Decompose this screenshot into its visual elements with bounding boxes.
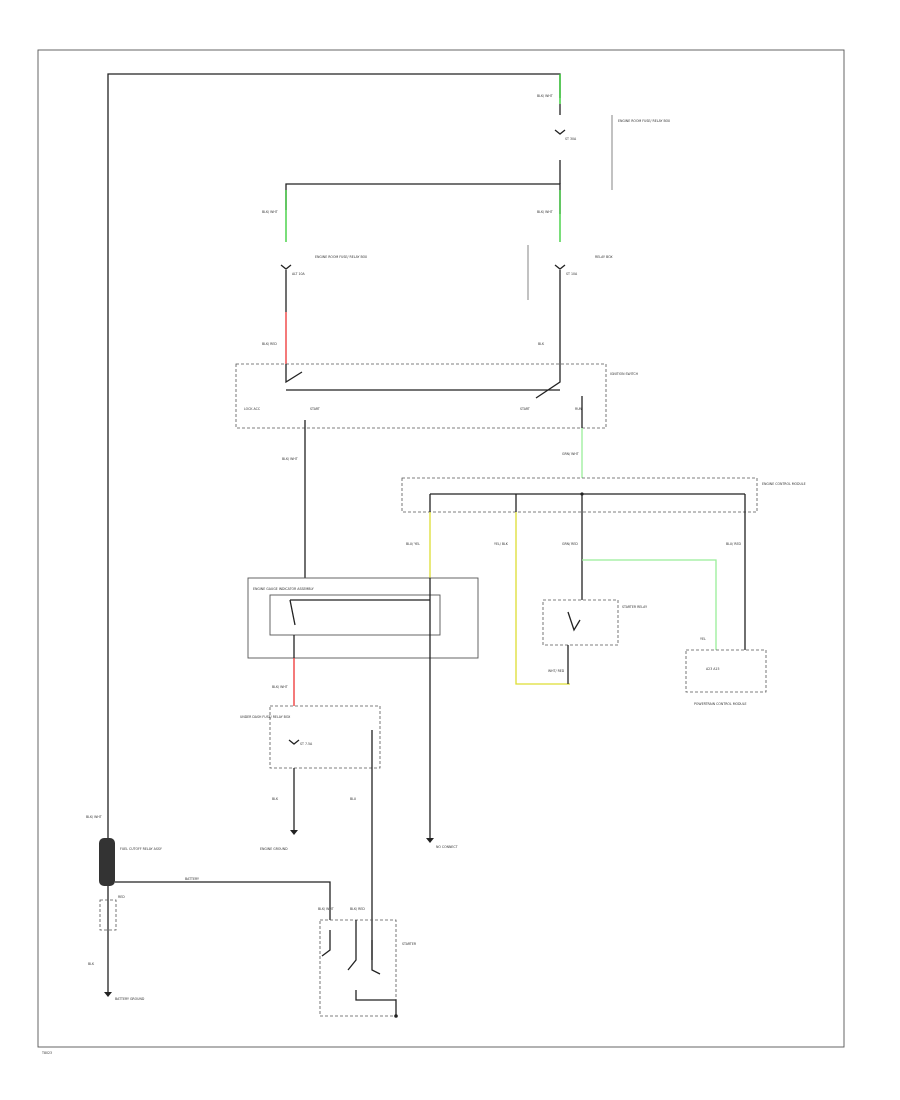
- coil-body: [99, 838, 115, 886]
- starter-ground-wire: [355, 990, 397, 1016]
- wire-grn-branch: [582, 559, 717, 650]
- label-wire-blk-wht-mid: BLK/ WHT: [282, 457, 298, 461]
- label-wire-relay-left: BLK/ WHT: [262, 210, 278, 214]
- label-wire-grn-wht: GRN/ WHT: [562, 452, 579, 456]
- label-pcm: POWERTRAIN CONTROL MODULE: [694, 702, 747, 706]
- gauge-assembly-inner: [269, 594, 441, 636]
- label-coil-desc: FUEL CUTOFF RELAY ASSY: [120, 847, 162, 851]
- fuse-top-right-symbol: [554, 129, 566, 135]
- starter-relay-box: [542, 599, 619, 646]
- relay-box-left-arrow: [290, 830, 298, 835]
- label-wire-yel-blk: YEL/ BLK: [494, 542, 509, 546]
- label-page-code: T8023: [41, 1051, 52, 1055]
- label-wire-wht-red: WHT/ RED: [548, 669, 565, 673]
- ignition-switch-right-contact: [535, 364, 561, 399]
- label-wire-blk-wht-2: BLK/ WHT: [272, 685, 288, 689]
- ignition-switch-left-contact: [285, 364, 303, 384]
- label-wire-blu-red: BLU/ RED: [726, 542, 741, 546]
- gauge-switch: [289, 599, 296, 626]
- label-wire-blu: BLU: [350, 797, 357, 801]
- label-ign-right-2: RUN: [575, 407, 583, 411]
- label-wire-top-right: BLK/ WHT: [537, 94, 553, 98]
- label-ground-right: NO CONNECT: [436, 845, 458, 849]
- label-gauge-box-desc: ENGINE GAUGE INDICATOR ASSEMBLY: [253, 587, 314, 591]
- label-fuse-top-right-desc: ENGINE ROOM FUSE/ RELAY BOX: [618, 119, 671, 123]
- label-fuse-right-desc: RELAY BOX: [595, 255, 613, 259]
- label-relay-fuse: ST 7.5A: [300, 742, 313, 746]
- relay-box-fuse: [288, 739, 300, 745]
- label-ign-right: START: [520, 407, 530, 411]
- diagram-frame: [37, 49, 845, 1048]
- label-fuse-top-right: ST 30A: [565, 137, 577, 141]
- label-relay-box-desc: UNDER DASH FUSE/ RELAY BOX: [240, 715, 291, 719]
- label-starter-relay: STARTER RELAY: [622, 605, 647, 609]
- label-wire-blk-2: BLK: [272, 797, 279, 801]
- label-fuse-left: ALT 10A: [292, 272, 306, 276]
- label-wire-blu-yel: BLU/ YEL: [406, 542, 420, 546]
- label-wire-relay-right: BLK/ WHT: [537, 210, 553, 214]
- label-fuse-left-desc: ENGINE ROOM FUSE/ RELAY BOX: [315, 255, 368, 259]
- wire-main-top: [107, 73, 561, 855]
- starter-contact-mid: [347, 920, 357, 971]
- starter-contact-right: [371, 940, 381, 975]
- ground-right-arrow: [426, 838, 434, 843]
- label-coil-wire: BLK/ WHT: [86, 815, 102, 819]
- label-wire-left-red: BLK/ RED: [262, 342, 277, 346]
- label-ign-left-2: START: [310, 407, 320, 411]
- battery-box: [99, 899, 117, 931]
- label-wire-bat: BATTERY: [185, 877, 199, 881]
- label-pcm-pins: A23 A15: [706, 667, 720, 671]
- fuse-right-symbol: [554, 264, 566, 270]
- starter-contact-left: [321, 930, 331, 957]
- label-battery-ground: BATTERY GROUND: [115, 997, 145, 1001]
- relay-box-lower: [269, 705, 381, 769]
- fuse-left-symbol: [280, 264, 292, 270]
- label-wire-right-black: BLK: [538, 342, 545, 346]
- starter-relay-contact: [567, 611, 581, 632]
- label-control-module: ENGINE CONTROL MODULE: [762, 482, 806, 486]
- label-wire-red: RED: [118, 895, 125, 899]
- ignition-switch-box: [235, 363, 607, 429]
- label-wire-yel: YEL: [700, 637, 706, 641]
- starter-ground-dot: [394, 1014, 398, 1018]
- wire-second-horizontal: [285, 183, 561, 214]
- pcm-box: [685, 649, 767, 693]
- label-wire-grn-red: GRN/ RED: [562, 542, 578, 546]
- label-fuse-right: ST 10A: [566, 272, 578, 276]
- label-starter: STARTER: [402, 942, 417, 946]
- label-starter-wire-1: BLK/ WHT: [318, 907, 334, 911]
- wire-coil-to-starter: [115, 881, 331, 920]
- starter-box: [319, 919, 397, 1017]
- label-ignition-switch: IGNITION SWITCH: [610, 372, 639, 376]
- battery-ground-arrow: [104, 992, 112, 997]
- label-wire-bat-2: BLK: [88, 962, 95, 966]
- label-ground-left: ENGINE GROUND: [260, 847, 288, 851]
- label-ign-left: LOCK ACC: [244, 407, 261, 411]
- control-module-box: [401, 477, 758, 513]
- wire-yel-blk: [515, 512, 570, 685]
- gauge-assembly-outer: [247, 577, 479, 659]
- label-starter-wire-2: BLK/ RED: [350, 907, 365, 911]
